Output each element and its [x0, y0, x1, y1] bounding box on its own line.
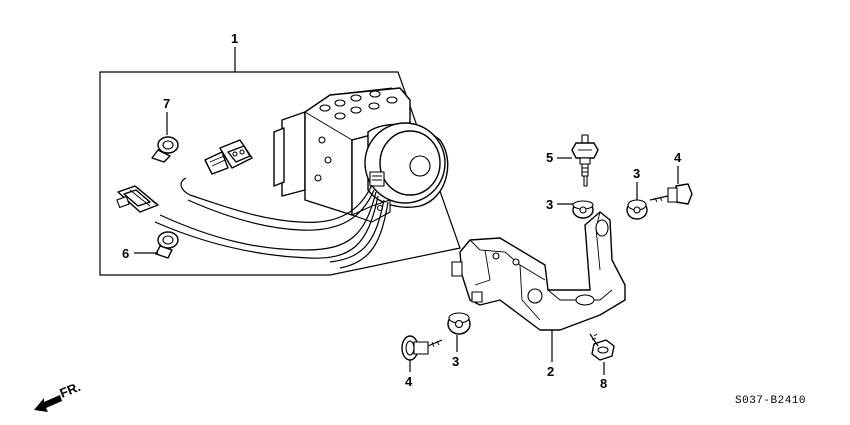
diagram-code: S037-B2410: [735, 395, 806, 407]
callout-label: 4: [405, 374, 413, 389]
callout-label: 6: [122, 246, 129, 261]
harness-clamp-upper[interactable]: [151, 136, 179, 163]
flange-bolt[interactable]: [589, 333, 615, 361]
callout-3a[interactable]: 3: [546, 197, 573, 212]
front-direction-indicator: FR.: [34, 379, 83, 412]
abs-modulator-unit[interactable]: [273, 87, 449, 223]
callout-label: 8: [600, 376, 607, 391]
callout-label: 2: [547, 364, 554, 379]
callout-7[interactable]: 7: [163, 96, 170, 135]
callout-6[interactable]: 6: [122, 246, 158, 261]
harness-connector-upper: [204, 139, 253, 175]
rubber-mount-far-right[interactable]: [626, 199, 648, 220]
assembly-outline: [99, 71, 461, 276]
callout-label: 3: [452, 354, 459, 369]
valve-plugs: [319, 90, 398, 120]
callout-3c[interactable]: 3: [452, 335, 459, 369]
callout-8[interactable]: 8: [600, 362, 607, 391]
collar-bolt-right[interactable]: [649, 183, 693, 205]
callout-4b[interactable]: 4: [405, 360, 413, 389]
rubber-mount-right[interactable]: [572, 200, 594, 219]
callout-5[interactable]: 5: [546, 150, 572, 165]
callout-label: 4: [674, 150, 682, 165]
callout-label: 7: [163, 96, 170, 111]
wire-harness: [116, 139, 389, 269]
harness-connector-lower: [116, 185, 159, 213]
bleed-valve[interactable]: [571, 134, 599, 187]
callout-label: 5: [546, 150, 553, 165]
collar-bolt-left[interactable]: [401, 335, 443, 361]
callout-1[interactable]: 1: [231, 31, 238, 72]
callout-label: 3: [633, 166, 640, 181]
rubber-mount-bottom[interactable]: [447, 312, 471, 335]
callout-2[interactable]: 2: [547, 330, 554, 379]
callout-4a[interactable]: 4: [674, 150, 682, 184]
harness-clamp-lower[interactable]: [155, 231, 179, 259]
callout-label: 1: [231, 31, 238, 46]
callout-3b[interactable]: 3: [633, 166, 640, 200]
mounting-bracket[interactable]: [451, 211, 626, 331]
front-label: FR.: [58, 379, 83, 401]
callout-label: 3: [546, 197, 553, 212]
